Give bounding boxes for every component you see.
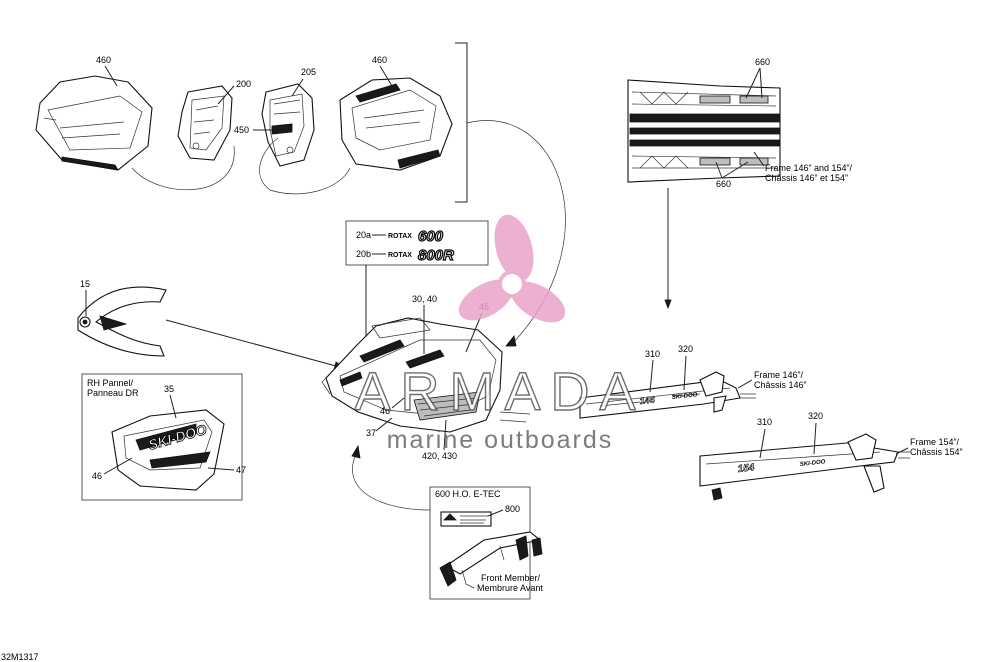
label-47: 47 — [236, 465, 246, 475]
label-20b: 20b — [356, 249, 371, 259]
watermark-tagline: marine outboards — [387, 426, 614, 454]
front-member-part — [439, 531, 543, 589]
label-460-left: 460 — [96, 55, 111, 65]
rh-panel-label-2: Panneau DR — [87, 388, 139, 398]
label-30-40: 30, 40 — [412, 294, 437, 304]
engine-box — [429, 486, 531, 600]
nose-piece-15 — [77, 286, 167, 357]
nose-arrow — [165, 319, 337, 367]
label-660-bottom: 660 — [716, 179, 731, 189]
label-450: 450 — [234, 125, 249, 135]
rh-panel-part: SKI-DOO — [111, 409, 225, 491]
svg-text:146: 146 — [639, 394, 656, 406]
rh-panel-box — [81, 373, 243, 501]
frame-146-label-1: Frame 146”/ — [754, 370, 804, 380]
tunnel-146: 146 SKI-DOO — [579, 371, 756, 419]
svg-text:SKI-DOO: SKI-DOO — [672, 392, 698, 401]
link-arc-2 — [259, 137, 279, 191]
label-320-154: 320 — [808, 411, 823, 421]
svg-text:154: 154 — [737, 462, 755, 475]
decal-800r: ROTAX 800R — [388, 246, 455, 264]
label-310-146: 310 — [645, 349, 660, 359]
hood-assembly — [321, 317, 531, 433]
frame-both-label-1: Frame 146” and 154”/ — [765, 163, 853, 173]
side-panel-right-460 — [339, 77, 453, 171]
watermark-logo — [458, 214, 566, 323]
svg-text:600: 600 — [418, 228, 444, 245]
engine-decal-800 — [440, 511, 492, 527]
engine-title: 600 H.O. E-TEC — [435, 489, 501, 499]
front-member-label-2: Membrure Avant — [477, 583, 543, 593]
svg-text:ROTAX: ROTAX — [388, 233, 412, 240]
label-800: 800 — [505, 504, 520, 514]
link-arc-3 — [269, 167, 351, 195]
frame-154-label-1: Frame 154”/ — [910, 437, 960, 447]
label-460-right: 460 — [372, 55, 387, 65]
front-member-label-1: Front Member/ — [481, 573, 541, 583]
label-205: 205 — [301, 67, 316, 77]
inner-panel-205 — [261, 83, 315, 167]
decal-box — [345, 220, 489, 266]
watermark-brand: ARMADA — [354, 362, 645, 422]
label-660-top: 660 — [755, 57, 770, 67]
decal-600: ROTAX 600 — [388, 227, 444, 245]
tunnel-top-view — [627, 79, 781, 183]
svg-text:800R: 800R — [418, 247, 454, 264]
svg-text:ROTAX: ROTAX — [388, 252, 412, 259]
frame-154-label-2: Châssis 154” — [910, 447, 963, 457]
engine-arrow — [352, 453, 431, 511]
frame-146-label-2: Châssis 146” — [754, 380, 807, 390]
frame-both-label-2: Châssis 146” et 154” — [765, 173, 848, 183]
rh-panel-label-1: RH Pannel/ — [87, 378, 134, 388]
bracket — [455, 42, 468, 203]
label-15: 15 — [80, 279, 90, 289]
inner-panel-200 — [177, 85, 233, 161]
label-35: 35 — [164, 384, 174, 394]
svg-text:SKI-DOO: SKI-DOO — [800, 459, 826, 468]
label-420-430: 420, 430 — [422, 451, 457, 461]
label-200: 200 — [236, 79, 251, 89]
label-46-panel: 46 — [92, 471, 102, 481]
link-arc-1 — [131, 145, 235, 191]
tunnel-154: 154 SKI-DOO — [699, 433, 910, 501]
label-310-154: 310 — [757, 417, 772, 427]
side-panel-left-460 — [35, 75, 153, 171]
label-20a: 20a — [356, 230, 371, 240]
reference-code: 32M1317 — [1, 652, 39, 662]
label-46-main: 46 — [380, 406, 390, 416]
label-320-146: 320 — [678, 344, 693, 354]
label-37: 37 — [366, 428, 376, 438]
